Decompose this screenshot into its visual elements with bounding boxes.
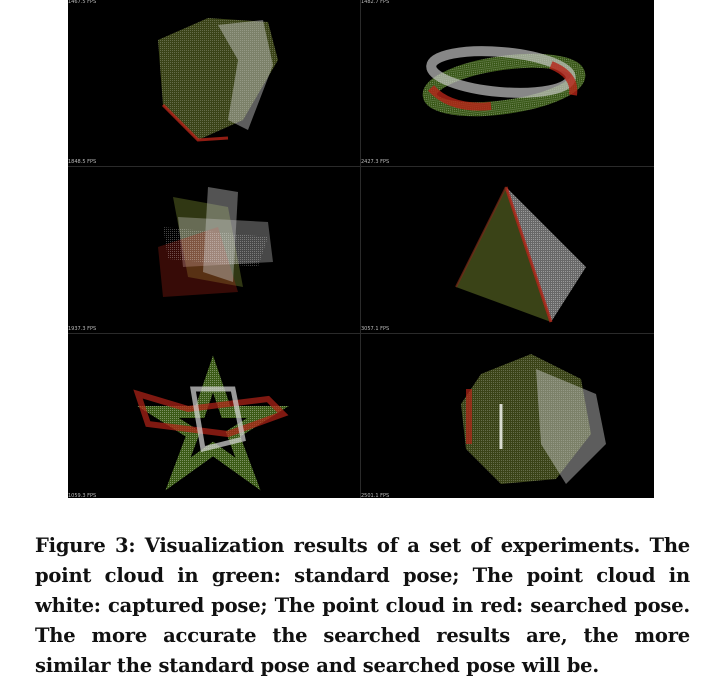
panel-4-pyramid: 3057.1 FPS	[361, 167, 653, 333]
point-cloud-figure: 1467.5 FPS 1848.5 FPS 1482.7 FPS 2427.3 …	[68, 0, 654, 500]
panel-2-ring: 1482.7 FPS 2427.3 FPS	[361, 0, 653, 166]
vertical-divider	[360, 0, 361, 498]
panel-5-star: 1059.3 FPS	[68, 334, 360, 500]
fps-readout: 3057.1 FPS	[361, 326, 390, 332]
caption-text: Visualization results of a set of experi…	[35, 534, 691, 677]
figure-caption: Figure 3: Visualization results of a set…	[35, 531, 690, 681]
figure-label: Figure 3:	[35, 534, 136, 557]
fps-readout: 1848.5 FPS	[68, 159, 97, 165]
fps-readout: 2427.3 FPS	[361, 159, 390, 165]
horizontal-divider	[68, 333, 654, 334]
fps-readout-top: 1467.5 FPS	[68, 0, 97, 5]
fps-readout-top: 1482.7 FPS	[361, 0, 390, 5]
fps-readout: 1059.3 FPS	[68, 493, 97, 499]
fps-readout: 2501.1 FPS	[361, 493, 390, 499]
fps-readout: 1937.3 FPS	[68, 326, 97, 332]
horizontal-divider	[68, 166, 654, 167]
panel-1-cylinder: 1467.5 FPS 1848.5 FPS	[68, 0, 360, 166]
panel-3-planes: 1937.3 FPS	[68, 167, 360, 333]
panel-6-sphere: 2501.1 FPS	[361, 334, 653, 500]
